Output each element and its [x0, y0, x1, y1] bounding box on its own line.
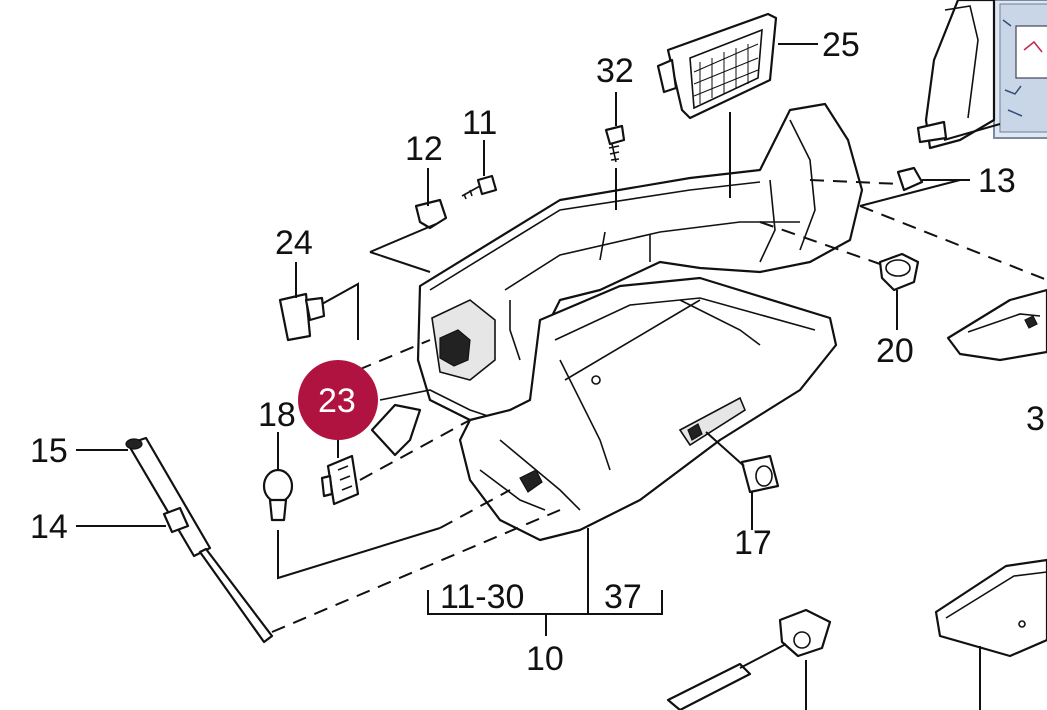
callout-15[interactable]: 15: [30, 432, 68, 470]
part-13-clip[interactable]: [896, 166, 924, 192]
glovebox-housing: [370, 102, 864, 457]
group-label-37[interactable]: 37: [604, 578, 642, 616]
callout-14[interactable]: 14: [30, 508, 68, 546]
dash-line-18: [439, 489, 511, 529]
part-14-damper[interactable]: [125, 436, 274, 644]
callout-13[interactable]: 13: [978, 162, 1016, 200]
dash-line-3: [859, 205, 1047, 281]
part-23-connector[interactable]: [320, 454, 360, 506]
callout-11[interactable]: 11: [462, 104, 497, 142]
leader-12-line: [369, 223, 437, 273]
callout-32[interactable]: 32: [596, 52, 634, 90]
bottom-parts: [666, 558, 1047, 710]
callout-20[interactable]: 20: [876, 332, 914, 370]
callout-10[interactable]: 10: [526, 640, 564, 678]
callout-24[interactable]: 24: [275, 224, 313, 262]
glovebox-lid: [458, 276, 838, 542]
part-17-bumper[interactable]: [740, 454, 780, 494]
highlight-badge-23[interactable]: [298, 360, 378, 440]
callout-12[interactable]: 12: [405, 130, 443, 168]
part-24-cap[interactable]: [278, 292, 326, 342]
callout-25[interactable]: 25: [822, 26, 860, 64]
side-trim-piece: [916, 0, 1001, 150]
callout-3[interactable]: 3: [1026, 400, 1045, 438]
callout-23[interactable]: 23: [318, 382, 356, 420]
callout-18[interactable]: 18: [258, 396, 296, 434]
dash-line-23: [359, 419, 471, 481]
dash-line-13: [809, 179, 901, 185]
dash-line-14: [271, 509, 561, 633]
thumbnail-inset[interactable]: [993, 0, 1047, 139]
dash-line-23b: [357, 339, 431, 371]
part-18-knob[interactable]: [262, 468, 294, 522]
part-25-lamp[interactable]: [656, 12, 778, 120]
part-11-bolt[interactable]: [461, 174, 498, 200]
dash-line-20: [759, 221, 881, 265]
part-12-clip[interactable]: [414, 198, 448, 230]
part-3-tray: [946, 288, 1047, 362]
callout-17[interactable]: 17: [734, 524, 772, 562]
line-17: [705, 431, 745, 467]
part-20-grommet[interactable]: [878, 252, 920, 292]
line-18: [277, 527, 441, 580]
part-32-screw[interactable]: [604, 124, 626, 163]
line-24: [321, 282, 359, 340]
line-13-right: [859, 179, 961, 207]
group-bracket: [427, 528, 663, 636]
group-label-11-30[interactable]: 11-30: [440, 578, 524, 616]
